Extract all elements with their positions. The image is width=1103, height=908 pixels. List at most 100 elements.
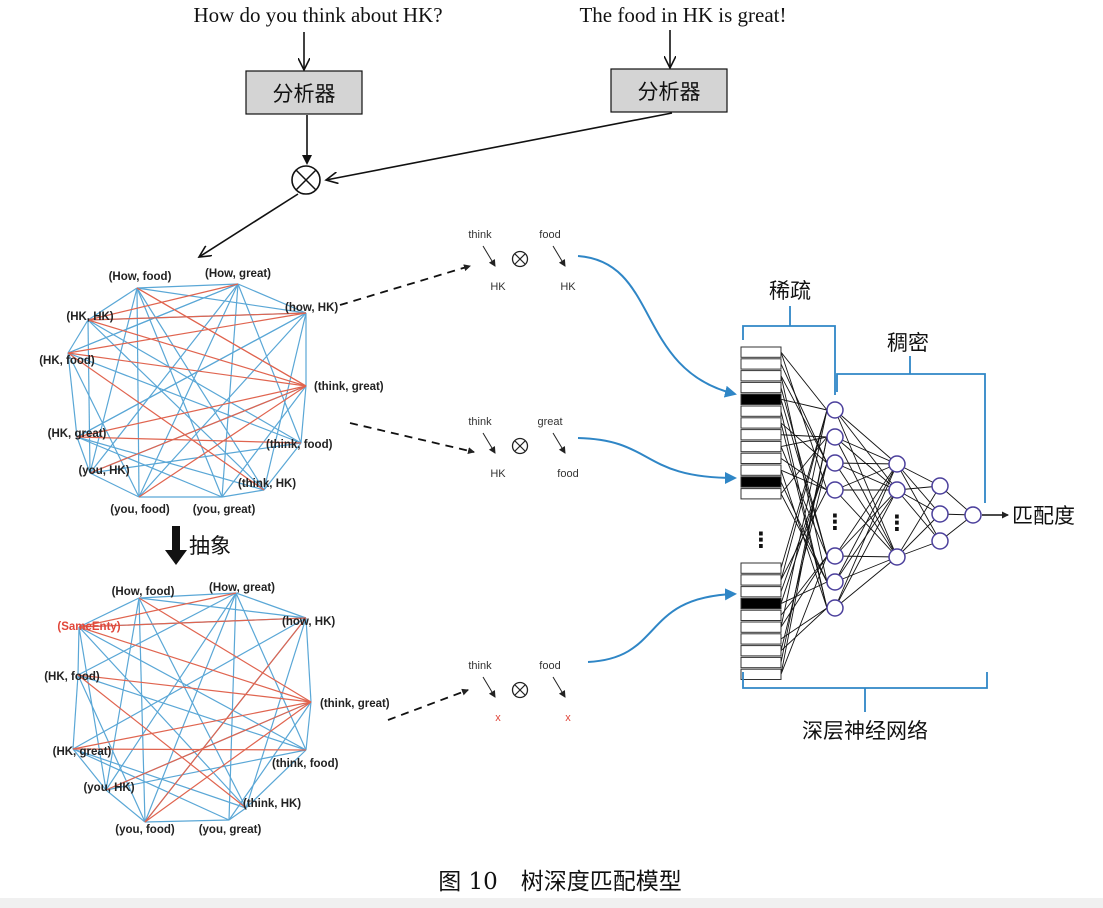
neuron-output xyxy=(964,506,982,524)
curve-pair-1 xyxy=(577,255,737,398)
pair-a-top: think xyxy=(468,416,492,428)
graph-top-edges xyxy=(67,283,307,498)
graph-bottom-blue-edge xyxy=(77,592,237,676)
edge-input-hidden xyxy=(780,409,828,569)
input-cell xyxy=(740,452,782,465)
pair-b-bottom: HK xyxy=(560,281,576,293)
edge-hidden2-hidden3 xyxy=(896,485,941,558)
input-cell xyxy=(740,393,782,406)
graph-top-node-label: (HK, great) xyxy=(48,428,107,440)
network-neurons: ⋮⋮ xyxy=(825,401,982,617)
sparse-label: 稀疏 xyxy=(769,279,811,303)
graph-top-blue-edge xyxy=(263,312,307,491)
input-cell xyxy=(740,358,782,370)
graph-top-node-label: (you, HK) xyxy=(78,465,129,477)
neuron-hidden2 xyxy=(888,455,906,473)
edge-input-hidden xyxy=(780,422,828,464)
pair-b-arrow xyxy=(552,432,566,454)
edge-hidden1-hidden2 xyxy=(834,489,898,609)
edge-hidden1-hidden2 xyxy=(834,556,898,583)
input-cell xyxy=(740,668,782,681)
input-cell xyxy=(740,621,782,633)
dnn-label: 深层神经网络 xyxy=(802,719,928,743)
input-cell xyxy=(740,562,782,574)
input-cell xyxy=(740,609,782,622)
neuron-ellipsis: ⋮ xyxy=(825,510,846,534)
input-cell xyxy=(740,440,782,453)
tensor-product-icon xyxy=(291,165,321,195)
graph-top-node-label: (you, great) xyxy=(193,504,256,516)
neuron-hidden3 xyxy=(931,532,949,550)
curve-pair-3 xyxy=(587,588,737,663)
input-cell xyxy=(740,488,782,500)
neuron-ellipsis: ⋮ xyxy=(887,511,908,535)
neuron-hidden1 xyxy=(826,428,844,446)
graph-bottom-blue-edge xyxy=(144,819,230,823)
graph-bottom-red-edge xyxy=(78,592,237,628)
input-cell xyxy=(740,370,782,382)
graph-bottom-node-label: (you, food) xyxy=(115,824,175,836)
edge-hidden2-hidden3 xyxy=(896,463,941,515)
graph-top-blue-edge xyxy=(138,283,239,498)
graph-top-blue-edge xyxy=(263,442,302,491)
pair-a-bottom: HK xyxy=(490,281,506,293)
graph-bottom-red-edge xyxy=(72,701,312,750)
graph-top-blue-edge xyxy=(237,283,302,444)
graph-top-node-label: (how, HK) xyxy=(285,302,338,314)
graph-bottom-node-label: (think, HK) xyxy=(243,798,301,810)
edge-input-hidden xyxy=(780,409,828,581)
graph-bottom-node-label: (SameEnty) xyxy=(57,621,120,633)
graph-top-blue-edge xyxy=(87,319,302,444)
graph-top-red-edge xyxy=(76,436,302,444)
graph-bottom-red-edge xyxy=(144,617,307,823)
input-cell xyxy=(740,381,782,394)
dashed-arrow-1 xyxy=(339,264,471,306)
graph-bottom-red-edge xyxy=(105,701,312,791)
graph-bottom-blue-edge xyxy=(78,597,140,628)
graph-top-red-edge xyxy=(87,319,307,387)
graph-bottom-blue-edge xyxy=(72,674,79,750)
dense-label: 稠密 xyxy=(887,331,929,355)
graph-bottom-node-label: (you, great) xyxy=(199,824,262,836)
pair-a-arrow xyxy=(482,245,496,267)
input-cell xyxy=(740,429,782,441)
graph-bottom-blue-edge xyxy=(235,592,307,751)
graph-top-blue-edge xyxy=(237,283,307,314)
edge-hidden1-hidden2 xyxy=(834,409,898,491)
graph-bottom-blue-edge xyxy=(72,748,230,821)
edge-hidden1-hidden2 xyxy=(834,463,898,491)
graph-bottom-blue-edge xyxy=(77,674,307,751)
graph-top-red-edge xyxy=(67,352,265,491)
pair-b-top: food xyxy=(539,229,560,241)
graph-top-node-label: (HK, HK) xyxy=(66,311,113,323)
curve-pair-2 xyxy=(577,437,737,484)
edge-input-hidden xyxy=(780,436,828,675)
input-cell xyxy=(740,464,782,476)
input-cell xyxy=(740,586,782,598)
graph-bottom-node-label: (How, great) xyxy=(209,582,275,594)
edge-hidden1-hidden2 xyxy=(834,463,898,557)
graph-top-node-label: (you, food) xyxy=(110,504,170,516)
analyzer-label-right: 分析器 xyxy=(638,80,701,104)
edge-input-hidden xyxy=(780,555,828,628)
pair-b-bottom: food xyxy=(557,468,578,480)
graph-top-red-edge xyxy=(87,283,239,321)
graph-bottom-node-label: (you, HK) xyxy=(83,782,134,794)
graph-bottom-labels: (How, food)(How, great)(how, HK)(think, … xyxy=(44,582,390,836)
pair-a-top: think xyxy=(468,660,492,672)
graph-bottom-blue-edge xyxy=(77,626,80,676)
sparse-input-vector: ⋮ xyxy=(740,346,782,681)
graph-bottom-blue-edge xyxy=(305,617,312,703)
graph-bottom-blue-edge xyxy=(228,592,237,821)
graph-bottom-node-label: (think, food) xyxy=(272,758,339,770)
pair-a-arrow xyxy=(482,676,496,698)
input-cell xyxy=(740,656,782,669)
graph-bottom-blue-edge xyxy=(72,617,307,750)
neuron-hidden2 xyxy=(888,548,906,566)
edge-hidden2-hidden3 xyxy=(896,489,941,542)
neuron-hidden1 xyxy=(826,454,844,472)
input-cell xyxy=(740,574,782,586)
